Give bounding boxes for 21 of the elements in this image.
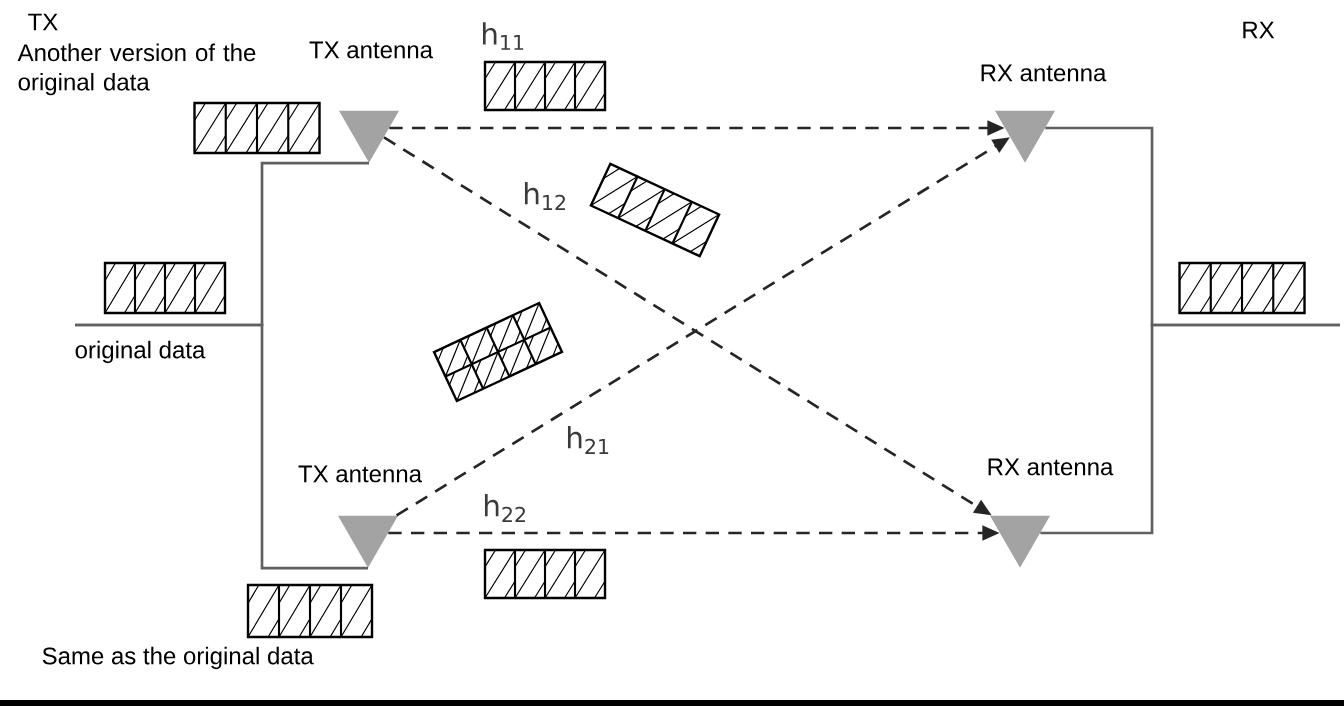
antenna-label: TX antenna [309,41,433,59]
side-heading: TX [28,13,58,31]
data-block [589,162,721,258]
data-block [103,261,227,315]
data-block [1178,261,1306,315]
data-caption: original data [75,340,206,364]
antenna-label: RX antenna [981,64,1107,82]
edge-label: h$_{11}$ [479,20,528,52]
edge-label: h$_{22}$ [481,492,530,524]
edge-label: h$_{21}$ [564,424,613,456]
data-caption: Another version of the original data [17,43,256,96]
antenna-label: RX antenna [988,458,1114,476]
data-caption: Same as the original data [42,646,314,670]
edge-label: h$_{12}$ [521,180,570,212]
antenna-label: TX antenna [298,465,422,483]
data-block [432,301,564,403]
connector-line [75,323,368,570]
data-block [483,548,607,600]
data-block [483,60,607,112]
side-heading: RX [1243,21,1275,39]
connector-line [1040,323,1340,535]
